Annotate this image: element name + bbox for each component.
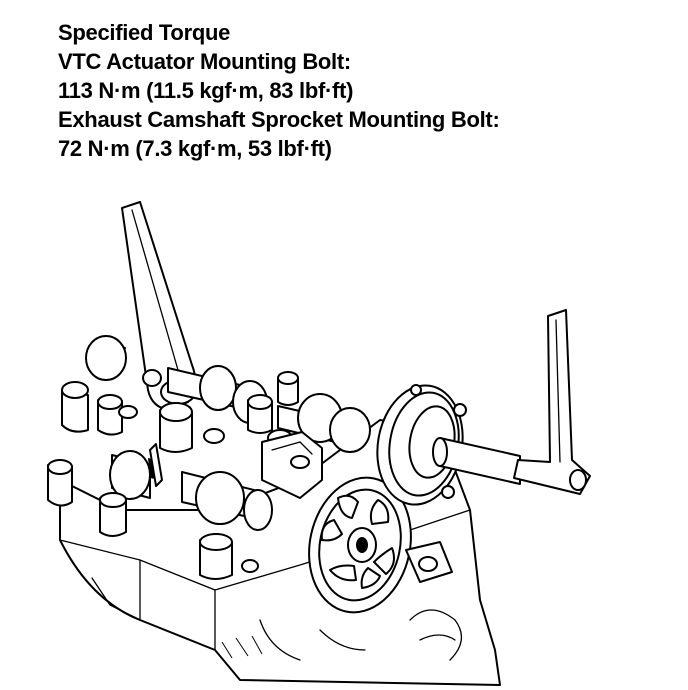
vtc-bolt-torque: 113 N·m (11.5 kgf·m, 83 lbf·ft) [58,78,354,103]
exhaust-camshaft [48,451,272,579]
exhaust-sprocket-bolt-torque: 72 N·m (7.3 kgf·m, 53 lbf·ft) [58,136,332,161]
torque-specification: Specified Torque VTC Actuator Mounting B… [58,18,658,163]
spec-heading: Specified Torque [58,20,231,45]
exhaust-camshaft-sprocket [297,468,423,622]
sprocket-housing [262,432,322,498]
intake-camshaft [86,336,370,452]
camshaft-extension [433,438,520,484]
camshaft-caps-rear [62,372,298,452]
wrench-right [514,310,590,494]
cylinder-head-illustration [0,180,688,690]
exhaust-sprocket-bolt-label: Exhaust Camshaft Sprocket Mounting Bolt: [58,107,500,132]
vtc-bolt-label: VTC Actuator Mounting Bolt: [58,49,351,74]
lower-housing-bolts [150,444,452,582]
